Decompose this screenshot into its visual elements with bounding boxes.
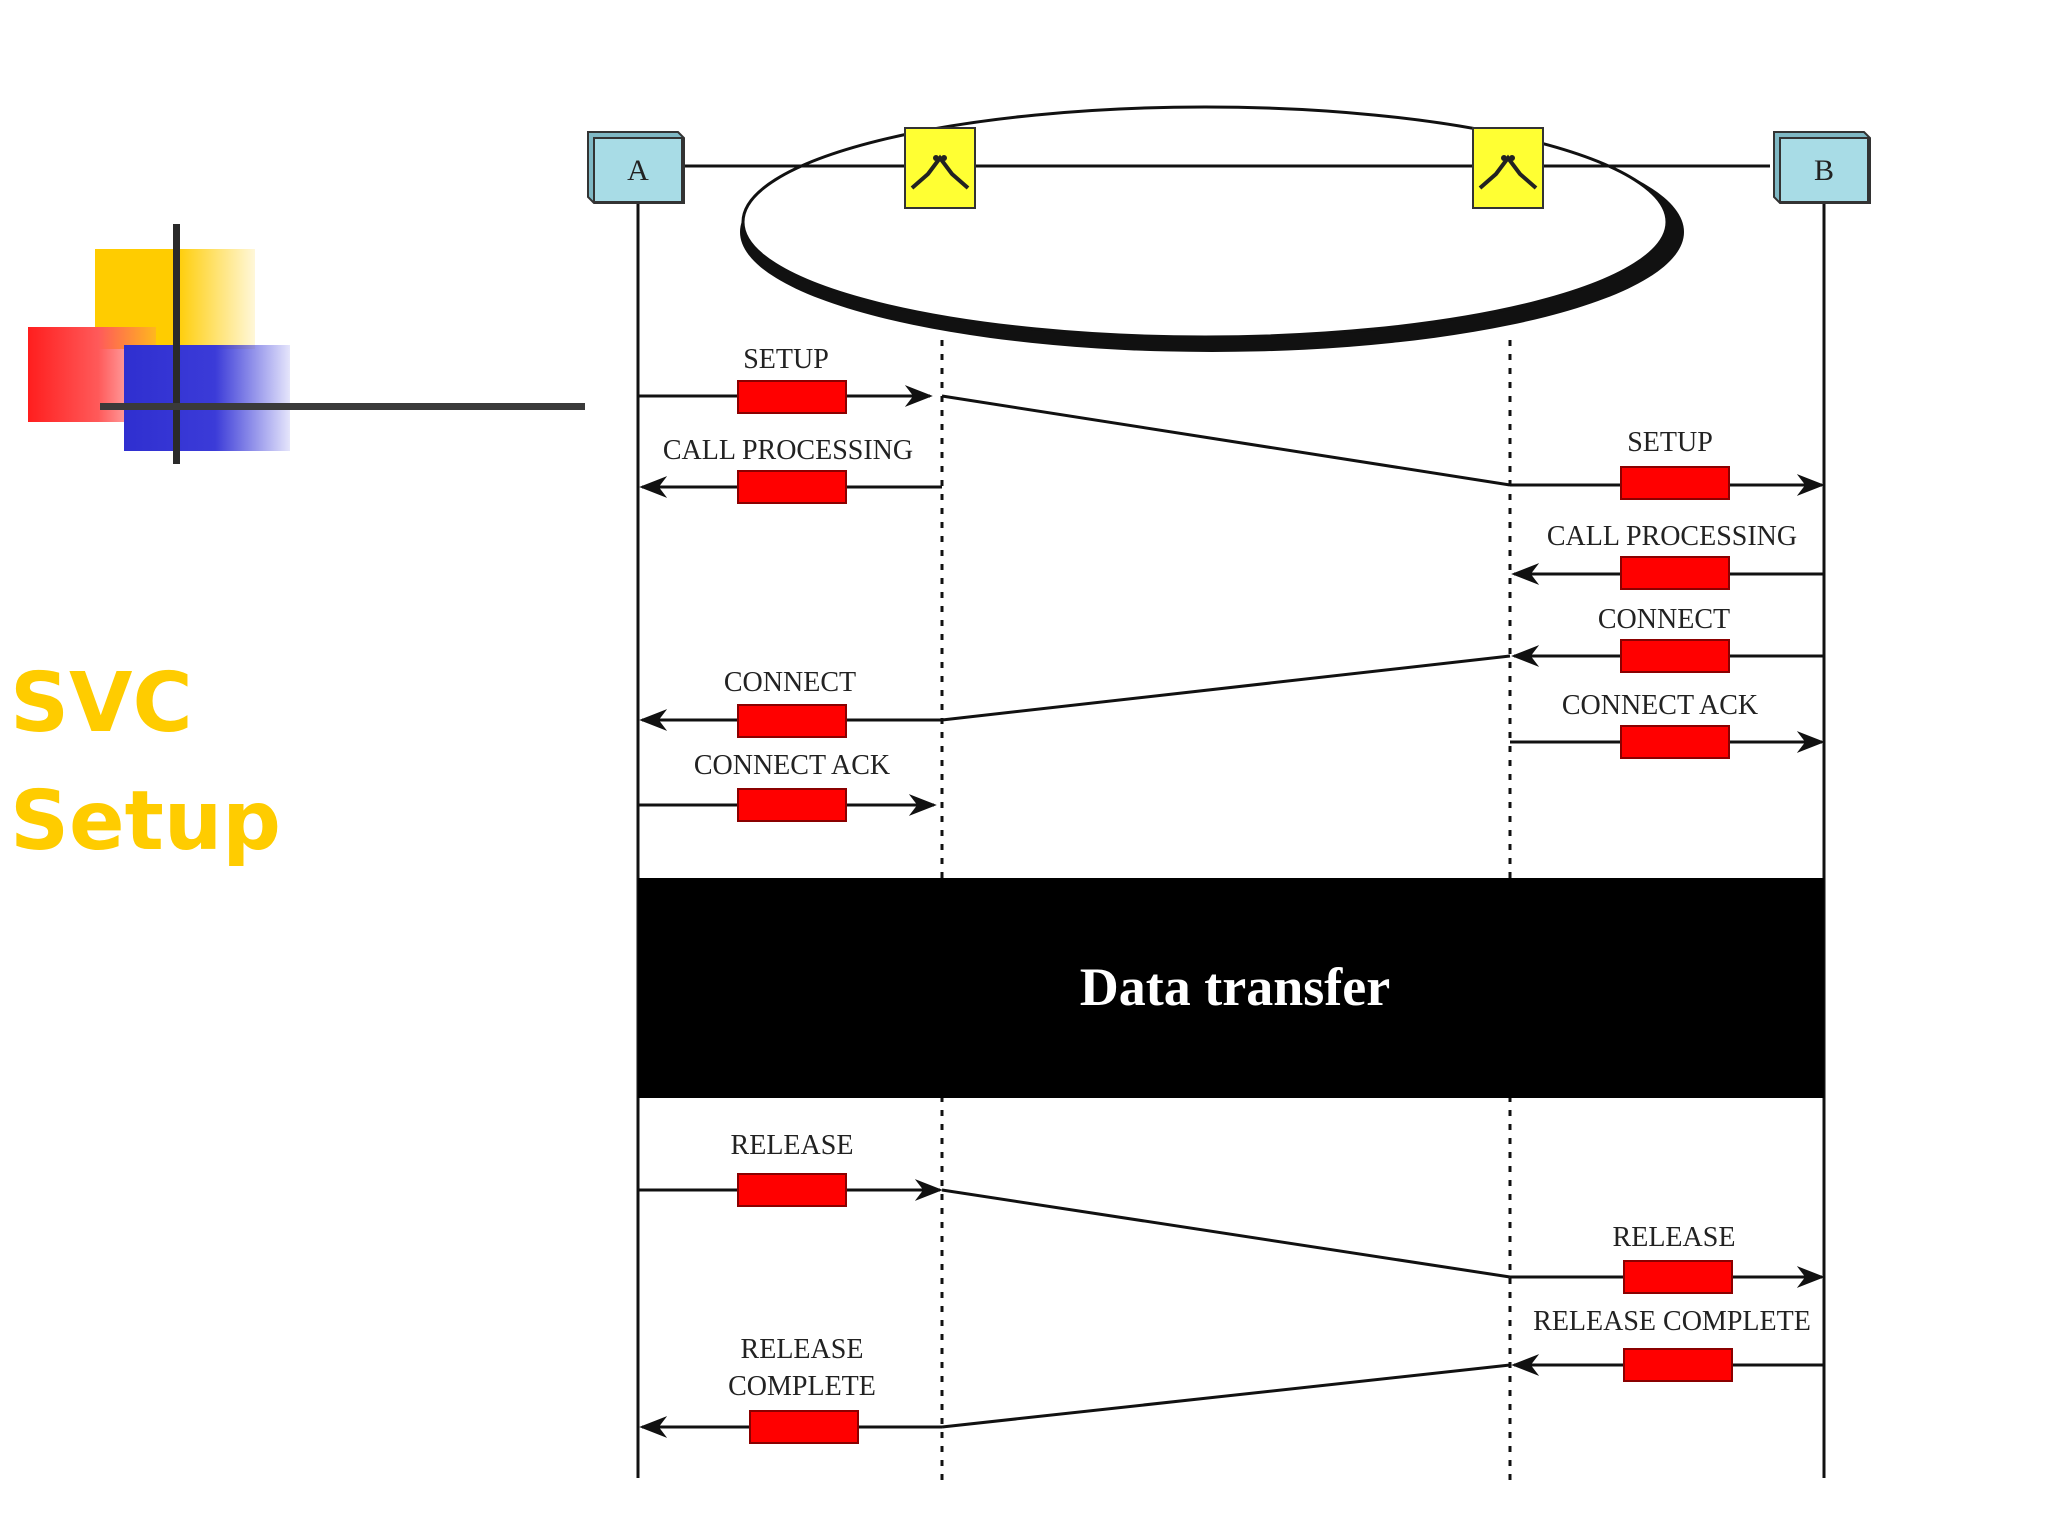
message-label: SETUP: [1627, 427, 1713, 458]
message-label: RELEASE: [731, 1130, 854, 1161]
message-release-complete-a: RELEASE COMPLETE: [639, 1334, 942, 1444]
message-box: [737, 1173, 847, 1207]
message-box: [737, 704, 847, 738]
decor-vertical-line: [173, 224, 180, 464]
message-label: CONNECT ACK: [694, 750, 890, 781]
message-box: [737, 788, 847, 822]
slide-title: SVC Setup: [10, 645, 281, 881]
message-call-processing-b: CALL PROCESSING: [1511, 521, 1824, 590]
endpoint-a-label: A: [627, 154, 649, 187]
propagation-line-release-complete: [941, 1363, 1511, 1429]
propagation-line-release: [941, 1188, 1511, 1279]
propagation-line-setup: [941, 394, 1511, 487]
message-label-line1: RELEASE: [741, 1334, 864, 1365]
message-label: RELEASE COMPLETE: [1533, 1306, 1811, 1337]
endpoint-b-label: B: [1814, 154, 1834, 187]
message-release-b: RELEASE: [1510, 1222, 1825, 1294]
message-label: RELEASE: [1613, 1222, 1736, 1253]
message-box: [737, 470, 847, 504]
message-release-a: RELEASE: [638, 1130, 943, 1207]
atm-switch-icon: [904, 127, 976, 209]
message-label: CONNECT ACK: [1562, 690, 1758, 721]
slide-title-line1: SVC: [10, 656, 193, 751]
decor-blue-square: [124, 345, 290, 451]
message-setup-b: SETUP: [1510, 427, 1825, 500]
message-box: [749, 1410, 859, 1444]
message-box: [1620, 466, 1730, 500]
message-release-complete-b: RELEASE COMPLETE: [1511, 1306, 1824, 1382]
message-label: CALL PROCESSING: [663, 435, 913, 466]
message-setup-a: SETUP: [638, 344, 933, 414]
slide-title-line2: Setup: [10, 774, 281, 869]
message-box: [1620, 639, 1730, 673]
endpoint-a-node: A: [587, 131, 685, 204]
message-box: [1623, 1348, 1733, 1382]
message-box: [1620, 725, 1730, 759]
data-transfer-band: Data transfer: [638, 878, 1824, 1098]
message-label: CONNECT: [724, 667, 856, 698]
endpoint-b-node: B: [1773, 131, 1871, 204]
message-connect-b: CONNECT: [1511, 604, 1824, 673]
propagation-line-connect: [941, 654, 1511, 722]
message-box: [1620, 556, 1730, 590]
data-transfer-label: Data transfer: [1080, 957, 1390, 1017]
message-connect-a: CONNECT: [639, 667, 942, 738]
message-box: [1623, 1260, 1733, 1294]
message-label: CALL PROCESSING: [1547, 521, 1797, 552]
message-connect-ack-a: CONNECT ACK: [638, 750, 937, 822]
decor-horizontal-line: [100, 403, 585, 410]
message-label: SETUP: [743, 344, 829, 375]
message-label: CONNECT: [1598, 604, 1730, 635]
message-connect-ack-b: CONNECT ACK: [1510, 690, 1825, 759]
message-label-line2: COMPLETE: [728, 1371, 876, 1402]
atm-switch-icon: [1472, 127, 1544, 209]
message-box: [737, 380, 847, 414]
message-call-processing-a: CALL PROCESSING: [639, 435, 942, 504]
